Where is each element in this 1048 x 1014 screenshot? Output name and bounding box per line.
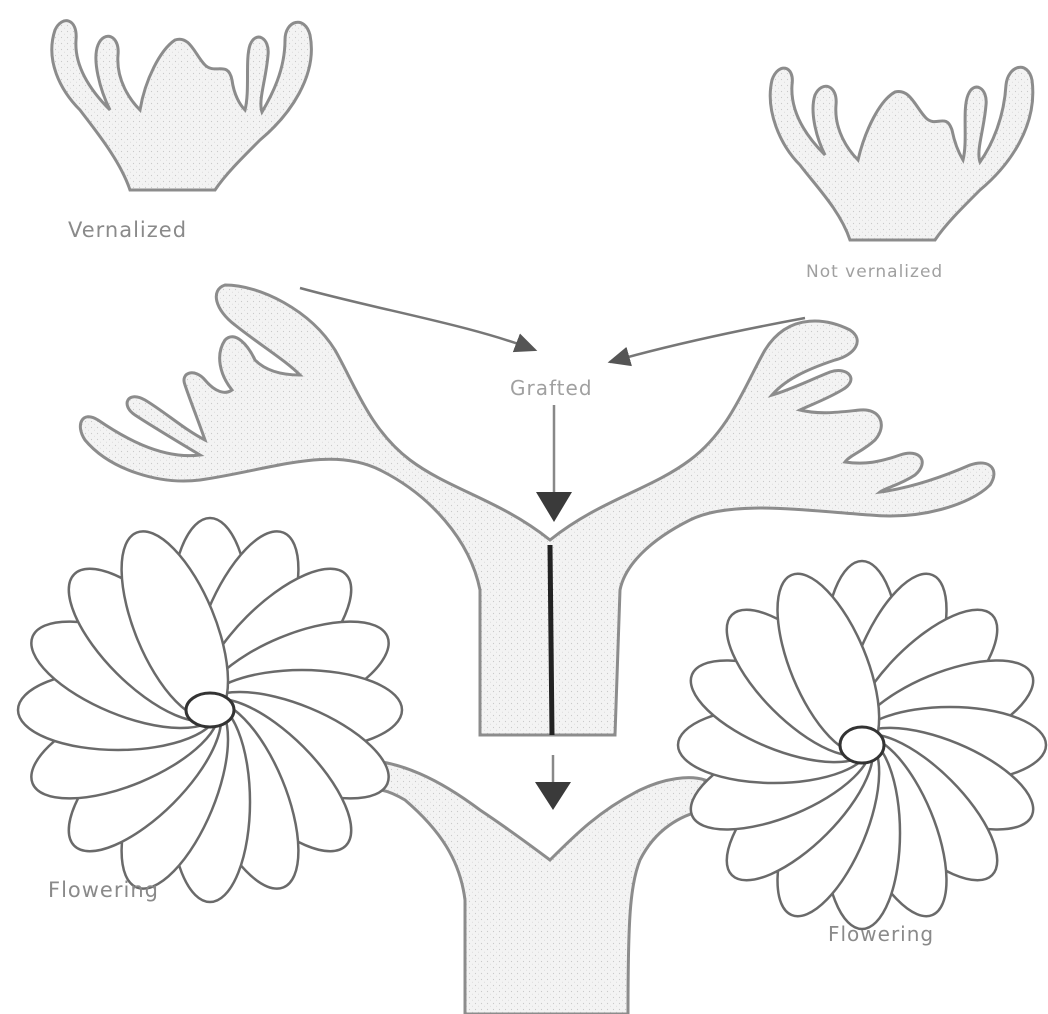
flower-head-right	[677, 560, 1046, 929]
arrow-flowering-down-head	[535, 782, 571, 810]
label-vernalized: Vernalized	[68, 218, 187, 242]
label-not-vernalized: Not vernalized	[806, 262, 943, 282]
label-grafted: Grafted	[510, 376, 593, 400]
flower-center-right	[840, 727, 884, 763]
vernalized-shoot-apex	[52, 21, 312, 190]
flower-head-left	[17, 517, 402, 902]
flower-center-left	[186, 693, 234, 727]
label-flowering-right: Flowering	[828, 922, 934, 946]
label-flowering-left: Flowering	[48, 878, 159, 902]
arrow-grafted-down-head	[536, 492, 572, 522]
graft-union-line	[550, 545, 552, 735]
not-vernalized-shoot-apex	[770, 67, 1033, 240]
flowering-plant	[360, 760, 705, 1014]
arrow-from-vernalized	[300, 288, 535, 350]
